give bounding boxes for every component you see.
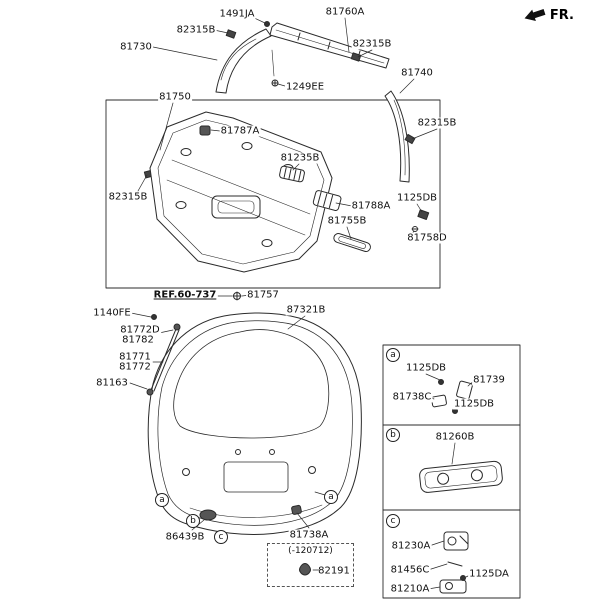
location-marker-a: a: [324, 490, 338, 504]
tailgate-panel-87321B-drawing: [147, 312, 362, 535]
part-label-81163: 81163: [95, 377, 129, 389]
screw-81758D-drawing: [411, 226, 419, 232]
gas-strut-drawing: [146, 314, 181, 396]
part-label-81738a: 81738A: [288, 529, 330, 541]
part-label-81760a: 81760A: [324, 6, 366, 18]
part-label-1125db: 1125DB: [452, 398, 496, 410]
part-label-81230a: 81230A: [390, 540, 432, 552]
clip-81738A-drawing: [291, 504, 302, 515]
part-label-81260b: 81260B: [434, 431, 476, 443]
trim-strip-81730-drawing: [215, 28, 272, 94]
lamp-81260B-drawing: [419, 460, 503, 493]
part-label-81771: 81771: [118, 351, 152, 363]
part-label-82315b: 82315B: [107, 191, 149, 203]
clip-1125DB-drawing: [417, 209, 430, 220]
part-label-81787a: 81787A: [219, 125, 261, 137]
screw-1491JA-drawing: [264, 21, 270, 27]
part-label-82315b: 82315B: [416, 117, 458, 129]
trim-strip-81740-drawing: [384, 90, 410, 183]
part-label-82315b: 82315B: [175, 24, 217, 36]
part-label-81772: 81772: [118, 361, 152, 373]
ref-60-737-link[interactable]: REF.60-737: [152, 289, 218, 301]
part-label-1125da: 1125DA: [468, 568, 510, 580]
clip-82191-drawing: [299, 563, 311, 576]
part-label-86439b: 86439B: [164, 531, 206, 543]
part-label-1125db: 1125DB: [395, 192, 439, 204]
part-label-1125db: 1125DB: [404, 362, 448, 374]
part-label-82191: 82191: [318, 565, 350, 577]
part-label-1491ja: 1491JA: [218, 8, 256, 20]
grille-81235B-drawing: [279, 165, 305, 183]
location-marker-b: b: [186, 514, 200, 528]
part-label-81739: 81739: [472, 374, 506, 386]
part-label-81757: 81757: [246, 289, 280, 301]
group-box: [105, 99, 441, 289]
part-label-1249ee: 1249EE: [284, 81, 326, 93]
part-label-81235b: 81235B: [279, 152, 321, 164]
part-label-81740: 81740: [400, 67, 434, 79]
trim-panel-81750-drawing: [149, 111, 333, 273]
part-label-81210a: 81210A: [389, 583, 431, 595]
handle-81755B-drawing: [333, 233, 371, 253]
part-label-81758d: 81758D: [406, 232, 448, 244]
clip-81787A-drawing: [199, 125, 211, 136]
part-label-81456c: 81456C: [389, 564, 431, 576]
part-label-82315b: 82315B: [351, 38, 393, 50]
part-label-81750: 81750: [158, 91, 192, 103]
leader-lines: [129, 16, 476, 590]
fr-arrow-icon: [524, 9, 546, 22]
part-label-87321b: 87321B: [285, 304, 327, 316]
variant-date-range: (-120712): [288, 546, 333, 556]
location-marker-c: c: [386, 514, 400, 528]
part-label-81782: 81782: [121, 334, 155, 346]
detail-panel-boxes: [382, 344, 521, 599]
location-marker-b: b: [386, 428, 400, 442]
part-label-81755b: 81755B: [326, 215, 368, 227]
part-label-81772d: 81772D: [119, 324, 161, 336]
part-label-81788a: 81788A: [350, 200, 392, 212]
fr-direction-indicator: FR.: [524, 7, 574, 23]
fr-label: FR.: [549, 7, 574, 23]
vent-81788A-drawing: [312, 190, 342, 211]
screw-1249EE-drawing: [271, 49, 279, 87]
screw-81757-drawing: [232, 291, 242, 301]
location-marker-a: a: [155, 493, 169, 507]
location-marker-a: a: [386, 348, 400, 362]
part-label-1140fe: 1140FE: [92, 307, 132, 319]
location-marker-c: c: [214, 530, 228, 544]
grommet-86439B-drawing: [199, 509, 217, 521]
variant-box: (-120712) 82191: [267, 543, 354, 587]
part-label-81738c: 81738C: [391, 391, 433, 403]
part-label-81730: 81730: [119, 41, 153, 53]
